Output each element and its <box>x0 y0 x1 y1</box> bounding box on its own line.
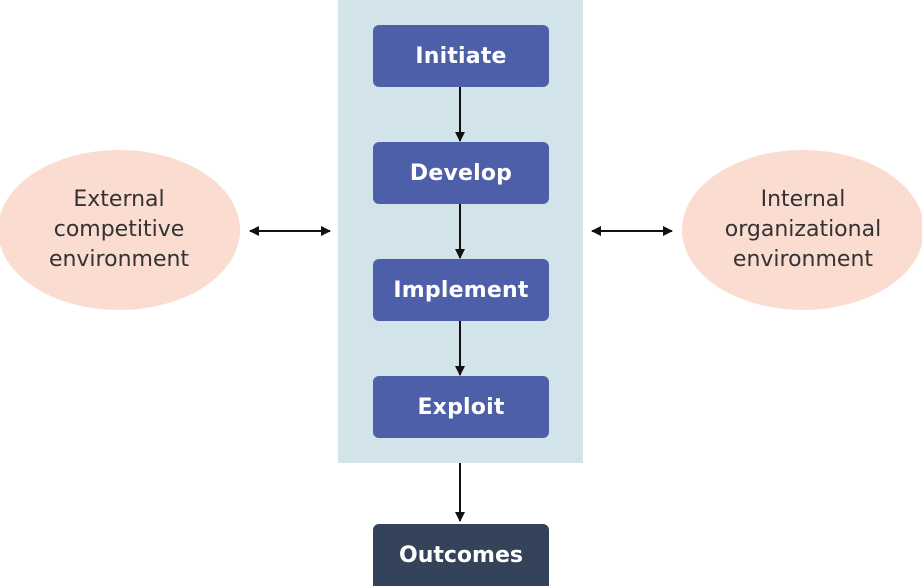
step-develop: Develop <box>373 142 549 204</box>
step-implement: Implement <box>373 259 549 321</box>
external-environment-label: External competitive environment <box>48 187 190 272</box>
external-environment-ellipse: External competitive environment <box>0 150 240 310</box>
step-initiate-label: Initiate <box>415 43 507 69</box>
step-initiate: Initiate <box>373 25 549 87</box>
outcomes-label: Outcomes <box>399 542 523 568</box>
step-exploit: Exploit <box>373 376 549 438</box>
internal-environment-ellipse: Internal organizational environment <box>682 150 922 310</box>
step-develop-label: Develop <box>409 160 513 186</box>
internal-environment-label: Internal organizational environment <box>724 187 882 272</box>
outcomes-box: Outcomes <box>373 524 549 586</box>
step-implement-label: Implement <box>393 277 529 303</box>
step-exploit-label: Exploit <box>417 394 505 420</box>
